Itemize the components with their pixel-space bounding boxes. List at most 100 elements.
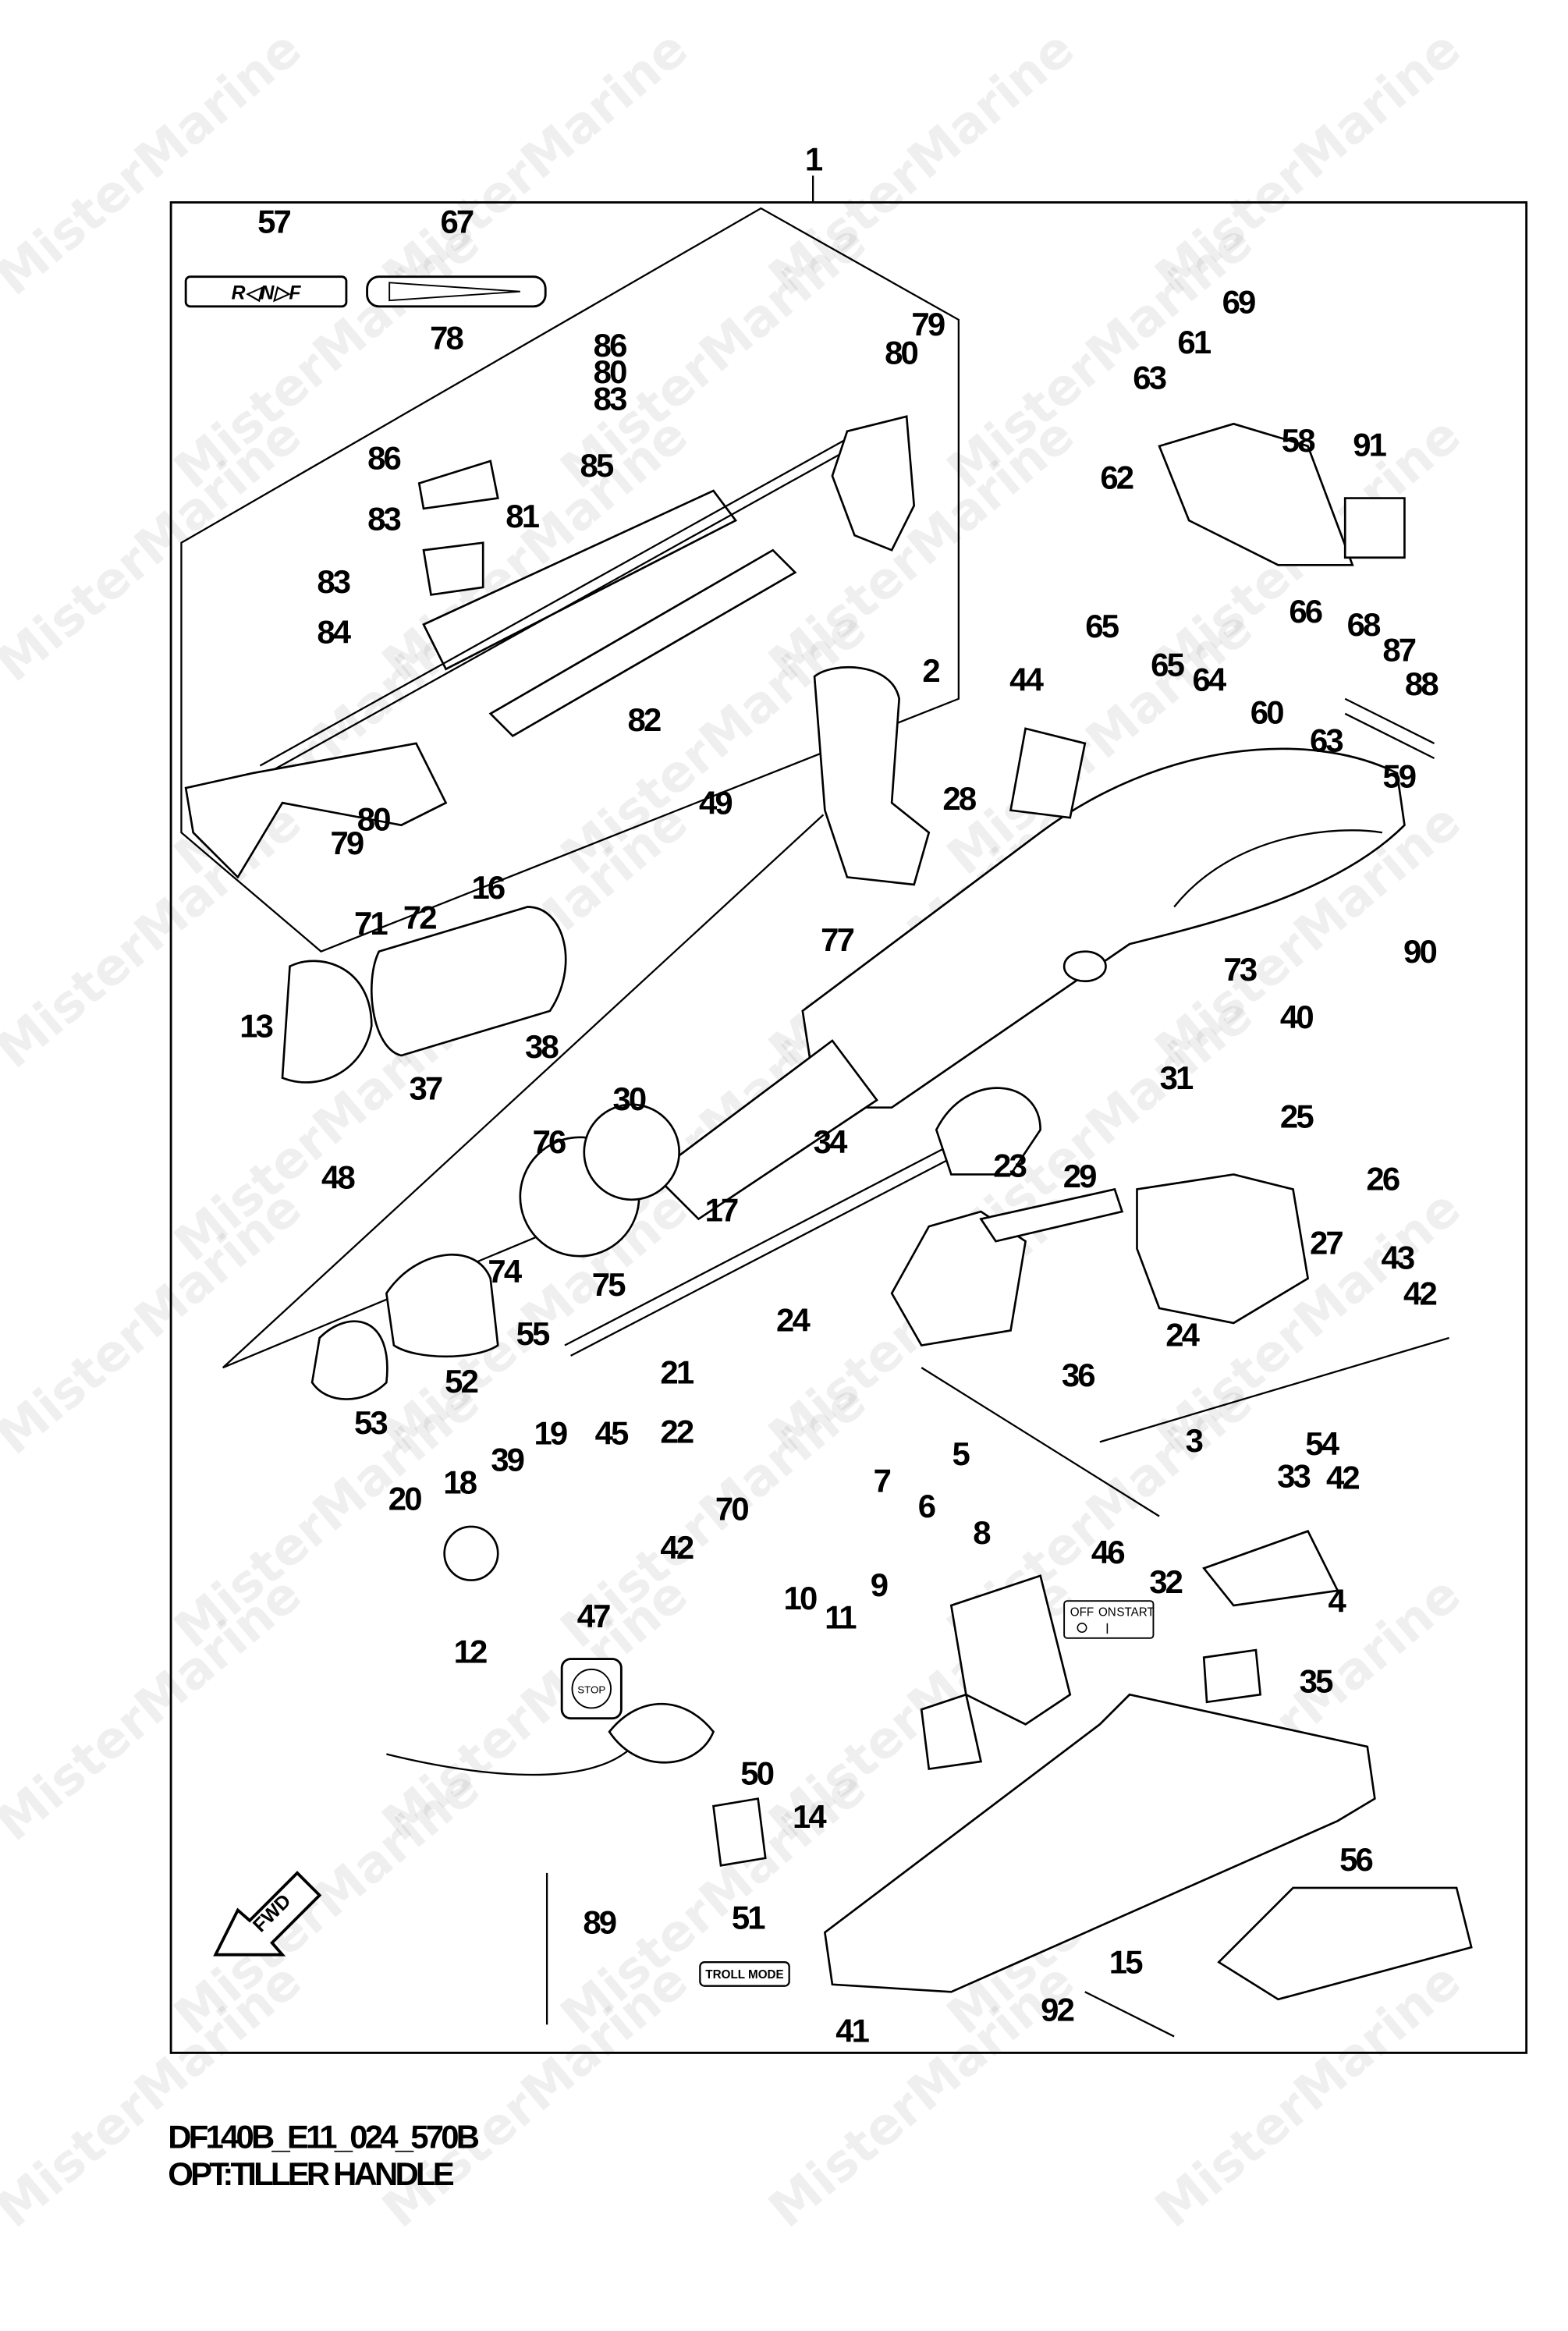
part-label-77: 77 <box>821 921 853 958</box>
part-label-53: 53 <box>354 1404 387 1441</box>
watermark-text: MisterMarine <box>758 1952 1085 2240</box>
part-label-18: 18 <box>443 1464 477 1500</box>
part-label-69: 69 <box>1222 284 1255 321</box>
part-label-68: 68 <box>1347 606 1381 643</box>
troll-mode-decal: TROLL MODE <box>699 1961 790 1987</box>
switch-off-label: OFF <box>1070 1605 1094 1619</box>
stop-label: STOP <box>577 1684 605 1695</box>
part-label-14: 14 <box>793 1798 827 1835</box>
part-label-85: 85 <box>580 447 614 484</box>
part-label-80: 80 <box>885 334 917 371</box>
tiller-handle <box>281 665 1406 1400</box>
part-label-88: 88 <box>1405 665 1439 702</box>
part-label-82: 82 <box>628 701 661 738</box>
part-label-1: 1 <box>805 141 823 178</box>
part-label-57: 57 <box>257 204 290 240</box>
part-label-32: 32 <box>1149 1563 1182 1600</box>
part-label-27: 27 <box>1310 1225 1343 1261</box>
part-label-56: 56 <box>1339 1841 1372 1878</box>
part-label-5: 5 <box>953 1435 970 1472</box>
part-label-47: 47 <box>577 1598 610 1634</box>
part-label-41: 41 <box>835 2012 869 2049</box>
part-label-61: 61 <box>1177 324 1211 360</box>
part-label-72: 72 <box>403 899 436 935</box>
part-label-66: 66 <box>1289 593 1321 630</box>
fwd-arrow-icon: FWD <box>213 1871 322 1957</box>
part-label-90: 90 <box>1403 933 1436 970</box>
part-label-51: 51 <box>732 1900 765 1936</box>
part-label-40: 40 <box>1280 999 1313 1035</box>
inset-box <box>180 207 960 953</box>
part-label-24: 24 <box>776 1302 811 1339</box>
part-label-86: 86 <box>594 327 626 364</box>
part-label-33: 33 <box>1277 1458 1310 1495</box>
part-label-59: 59 <box>1382 757 1415 794</box>
part-label-80: 80 <box>594 353 626 390</box>
part-label-86: 86 <box>367 440 400 477</box>
part-label-42: 42 <box>1403 1275 1436 1311</box>
part-label-83: 83 <box>367 501 400 538</box>
part-label-84: 84 <box>317 614 351 651</box>
key-switch-decal: OFF ON START <box>1063 1600 1155 1639</box>
part-label-76: 76 <box>533 1123 566 1160</box>
part-label-28: 28 <box>942 780 976 817</box>
part-label-23: 23 <box>993 1148 1026 1184</box>
troll-mode-label: TROLL MODE <box>705 1968 783 1982</box>
part-label-62: 62 <box>1100 459 1133 495</box>
part-label-2: 2 <box>922 652 939 689</box>
shift-decal-text: R◁N▷F <box>232 282 302 303</box>
part-label-3: 3 <box>1186 1422 1203 1459</box>
part-label-45: 45 <box>595 1414 629 1451</box>
watermark-text: MisterMarine <box>0 1179 312 1467</box>
part-label-6: 6 <box>918 1488 935 1524</box>
switch-start-label: START <box>1116 1605 1155 1619</box>
watermark-text: MisterMarine <box>371 1952 698 2240</box>
part-label-30: 30 <box>612 1080 645 1117</box>
part-label-4: 4 <box>1329 1583 1347 1620</box>
part-label-49: 49 <box>699 785 732 821</box>
part-label-67: 67 <box>440 204 473 240</box>
part-label-80: 80 <box>357 801 390 838</box>
part-label-11: 11 <box>825 1599 857 1636</box>
part-label-73: 73 <box>1223 951 1256 988</box>
part-label-55: 55 <box>516 1315 550 1352</box>
part-label-31: 31 <box>1160 1059 1194 1096</box>
part-label-89: 89 <box>583 1903 615 1940</box>
part-label-48: 48 <box>321 1159 355 1196</box>
part-label-12: 12 <box>454 1634 487 1670</box>
watermark-text: MisterMarine <box>0 20 312 307</box>
part-label-50: 50 <box>740 1755 773 1792</box>
part-label-91: 91 <box>1353 426 1386 463</box>
part-label-9: 9 <box>871 1566 888 1603</box>
watermark-text: MisterMarine <box>1144 1952 1471 2240</box>
part-label-71: 71 <box>354 905 388 942</box>
part-label-78: 78 <box>430 319 463 356</box>
part-label-24: 24 <box>1165 1317 1200 1354</box>
part-label-63: 63 <box>1310 722 1343 759</box>
part-label-65: 65 <box>1151 646 1184 683</box>
part-label-43: 43 <box>1381 1240 1414 1276</box>
watermark-text: MisterMarine <box>0 1565 312 1853</box>
part-label-7: 7 <box>874 1462 891 1499</box>
part-label-42: 42 <box>660 1529 693 1566</box>
part-label-35: 35 <box>1300 1663 1333 1700</box>
watermark-text: MisterMarine <box>0 406 312 694</box>
part-label-26: 26 <box>1366 1161 1399 1197</box>
watermark-text: MisterMarine <box>0 1952 312 2240</box>
lower-cover-assembly <box>386 1525 1473 2038</box>
part-label-63: 63 <box>1133 360 1165 396</box>
part-label-83: 83 <box>317 563 349 600</box>
switch-on-label: ON <box>1098 1605 1116 1619</box>
shift-decal: R◁N▷F <box>184 275 348 308</box>
part-label-81: 81 <box>506 498 539 534</box>
part-label-8: 8 <box>973 1514 991 1551</box>
part-label-54: 54 <box>1305 1425 1339 1462</box>
part-label-46: 46 <box>1091 1534 1124 1570</box>
part-label-52: 52 <box>445 1363 477 1400</box>
part-label-21: 21 <box>660 1354 694 1390</box>
part-label-70: 70 <box>715 1491 748 1527</box>
part-label-13: 13 <box>239 1007 272 1044</box>
part-label-92: 92 <box>1041 1992 1073 2028</box>
